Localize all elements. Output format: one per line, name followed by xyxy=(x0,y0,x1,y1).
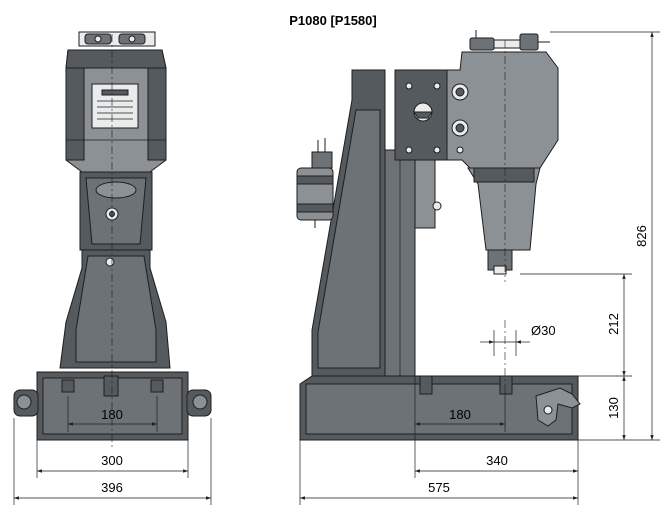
dim-spindle-diameter: Ø30 xyxy=(531,323,556,338)
dim-total-height: 826 xyxy=(634,225,649,247)
dim-side-base-depth: 340 xyxy=(486,453,508,468)
side-top-valve xyxy=(469,30,550,51)
front-view xyxy=(13,31,212,448)
side-ram xyxy=(467,167,541,251)
dim-front-total-width: 396 xyxy=(101,480,123,495)
drawing-title: P1080 [P1580] xyxy=(289,13,376,28)
dim-working-height: 212 xyxy=(606,313,621,335)
dim-front-base-width: 300 xyxy=(101,453,123,468)
side-air-cylinder xyxy=(296,138,334,228)
front-dimensions: 180 300 396 xyxy=(13,396,212,505)
side-view xyxy=(296,30,581,441)
side-clamp-lever xyxy=(535,387,581,427)
dim-front-base-holes: 180 xyxy=(101,407,123,422)
dim-side-total-depth: 575 xyxy=(428,480,450,495)
front-top-fittings xyxy=(78,31,156,47)
dim-base-height: 130 xyxy=(606,397,621,419)
side-dimensions: 180 340 575 Ø30 826 212 130 xyxy=(299,31,660,505)
dim-side-base-holes: 180 xyxy=(449,407,471,422)
